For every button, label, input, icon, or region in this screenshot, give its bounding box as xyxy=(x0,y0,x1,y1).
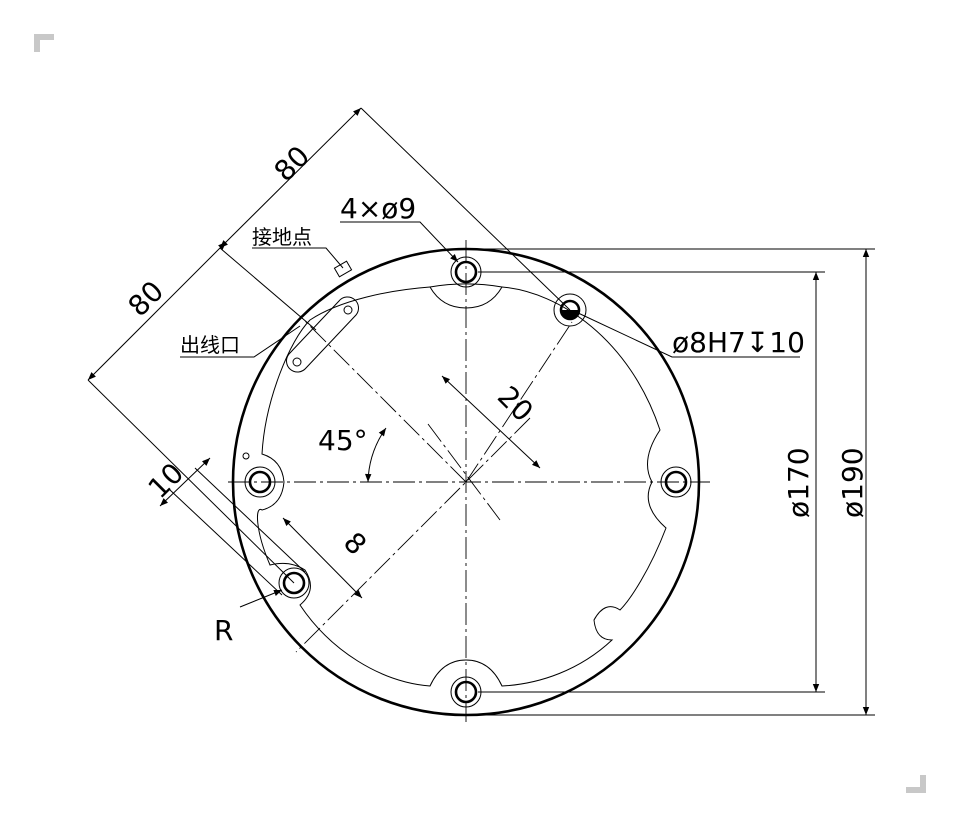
ground-point-marker xyxy=(333,260,353,278)
ground-point-label: 接地点 xyxy=(252,225,312,249)
dim-80-top-ext-1 xyxy=(360,107,571,311)
dim-80-left-ext xyxy=(87,379,295,584)
cable-outlet-label: 出线口 xyxy=(180,333,240,357)
angle-45-arc xyxy=(365,427,387,483)
hole-count-leader xyxy=(340,221,459,263)
dim-10-label: 10 xyxy=(142,456,191,505)
bolt-hole-left-ring xyxy=(244,466,276,498)
pin-hole-leader xyxy=(575,311,800,358)
small-hole-left xyxy=(242,452,250,460)
pin-hole-fill xyxy=(561,310,579,319)
dim-80-left-label: 80 xyxy=(122,274,171,323)
bolt-hole-bottom xyxy=(454,680,478,704)
inner-contour xyxy=(429,283,503,309)
cable-outlet-leader xyxy=(180,325,301,358)
bolt-hole-left xyxy=(248,470,272,494)
dim-8-label: 8 xyxy=(337,526,373,562)
ground-point-leader xyxy=(252,247,344,269)
dim-80-top-line xyxy=(219,107,362,249)
bolt-hole-right xyxy=(664,470,688,494)
dim-80-top-ext-2 xyxy=(219,247,317,331)
cable-outlet-slot xyxy=(285,296,360,373)
dim-80-top-label: 80 xyxy=(268,139,317,188)
dim-20-line xyxy=(441,375,541,469)
dia-190-label: ø190 xyxy=(836,447,869,518)
bolt-hole-right-ring xyxy=(660,466,692,498)
dim-10-ext-1 xyxy=(169,489,283,596)
dim-80-left-line xyxy=(87,241,227,381)
slot-hole-top xyxy=(343,305,353,315)
corner-mark-bottom-right xyxy=(906,775,926,793)
bolt-hole-top xyxy=(454,260,478,284)
dim-8-line xyxy=(282,517,363,599)
dim-10-line xyxy=(159,457,211,507)
pin-hole-ring xyxy=(553,293,587,327)
slot-hole-bottom xyxy=(292,357,302,367)
dia-170-label: ø170 xyxy=(782,447,815,518)
angle-45-label: 45° xyxy=(318,424,368,457)
diagonal-center-line-nw xyxy=(299,315,467,483)
pin-hole-label: ø8H7↧10 xyxy=(672,326,805,359)
diagonal-center-line-ne xyxy=(465,321,573,483)
corner-mark-top-left xyxy=(34,34,54,52)
diagonal-center-line-sw xyxy=(295,417,531,653)
radius-label: R xyxy=(214,614,233,647)
dim-20-label: 20 xyxy=(491,380,540,429)
radius-leader xyxy=(239,589,283,608)
inner-contour-ring xyxy=(257,286,667,687)
hole-count-label: 4×ø9 xyxy=(340,192,416,225)
pitch-center-line xyxy=(427,423,501,521)
